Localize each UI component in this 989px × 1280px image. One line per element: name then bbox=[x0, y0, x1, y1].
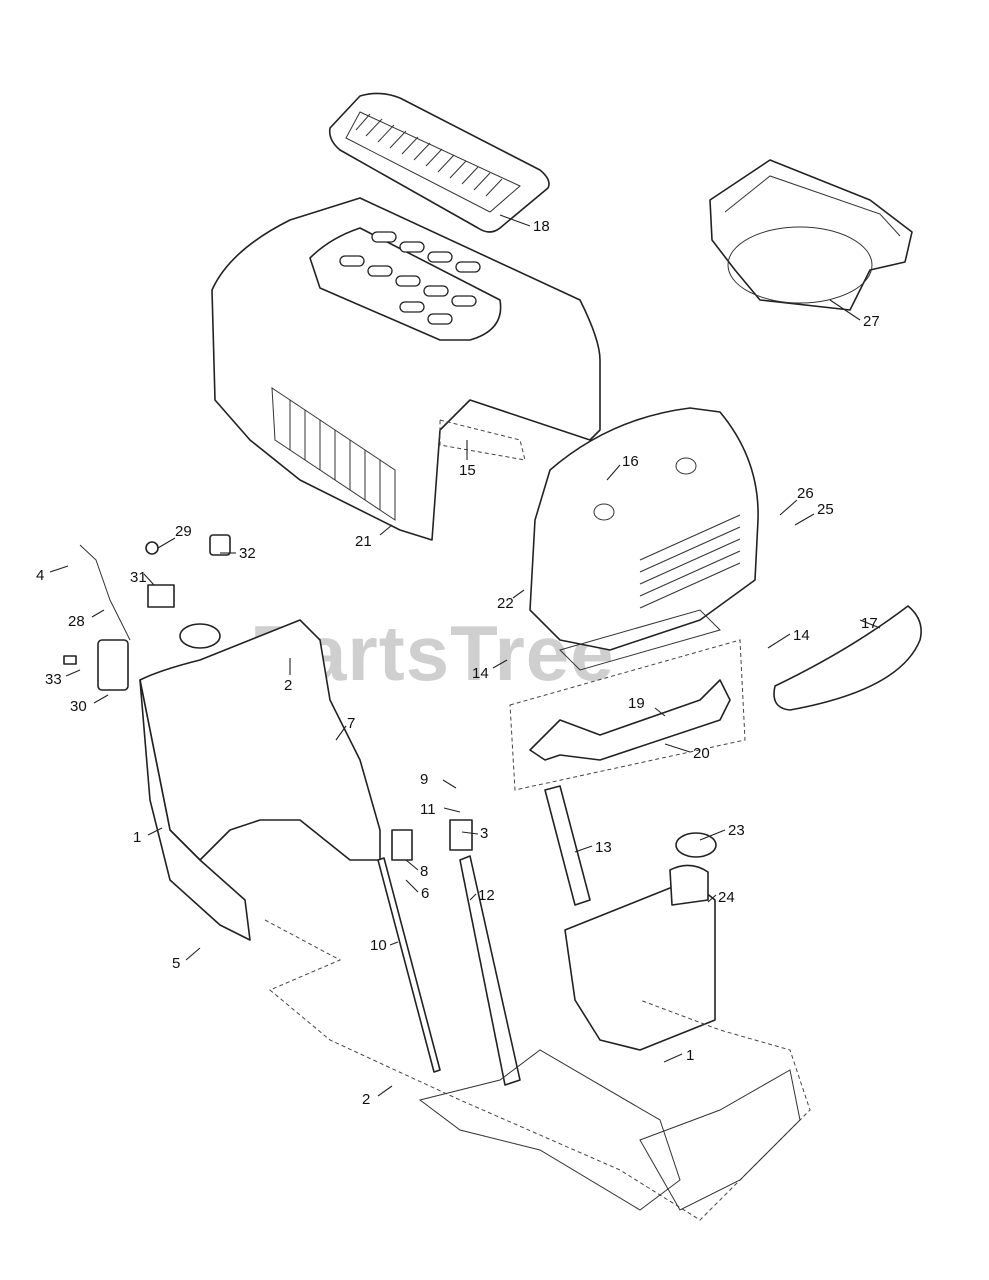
callout-28: 28 bbox=[68, 613, 85, 630]
callout-5: 5 bbox=[172, 955, 180, 972]
callout-27: 27 bbox=[863, 313, 880, 330]
grille-bracket bbox=[509, 639, 746, 791]
callout-20: 20 bbox=[693, 745, 710, 762]
callout-1-left: 1 bbox=[133, 829, 141, 846]
callout-25: 25 bbox=[817, 501, 834, 518]
callout-2-lower: 2 bbox=[362, 1091, 370, 1108]
callout-12: 12 bbox=[478, 887, 495, 904]
callout-4: 4 bbox=[36, 567, 44, 584]
callout-8: 8 bbox=[420, 863, 428, 880]
callout-7: 7 bbox=[347, 715, 355, 732]
fuel-tank bbox=[564, 832, 717, 1051]
callout-26: 26 bbox=[797, 485, 814, 502]
callout-11: 11 bbox=[420, 801, 436, 818]
hood bbox=[211, 197, 601, 541]
support-brackets bbox=[377, 785, 591, 1086]
dash-bezel bbox=[709, 159, 913, 311]
callout-13: 13 bbox=[595, 839, 612, 856]
callout-16: 16 bbox=[622, 453, 639, 470]
ignition-parts bbox=[63, 534, 231, 691]
leader-lines bbox=[49, 214, 881, 1097]
dash-firewall bbox=[139, 619, 381, 941]
callout-18: 18 bbox=[533, 218, 550, 235]
bumper-trim bbox=[773, 605, 922, 711]
callout-21: 21 bbox=[355, 533, 372, 550]
callout-23: 23 bbox=[728, 822, 745, 839]
callout-14-left: 14 bbox=[472, 665, 489, 682]
callout-6: 6 bbox=[421, 885, 429, 902]
callout-32: 32 bbox=[239, 545, 256, 562]
callout-22: 22 bbox=[497, 595, 514, 612]
hood-mount-plate bbox=[439, 419, 526, 461]
callout-14-right: 14 bbox=[793, 627, 810, 644]
callout-19: 19 bbox=[628, 695, 645, 712]
callout-17: 17 bbox=[861, 615, 878, 632]
callout-33: 33 bbox=[45, 671, 62, 688]
callout-31: 31 bbox=[130, 569, 147, 586]
callout-30: 30 bbox=[70, 698, 87, 715]
callout-labels: 18 27 15 16 26 25 21 29 32 4 31 28 22 14… bbox=[36, 218, 880, 1108]
grille bbox=[529, 407, 759, 671]
callout-1-right: 1 bbox=[686, 1047, 694, 1064]
callout-2-upper: 2 bbox=[284, 677, 292, 694]
callout-10: 10 bbox=[370, 937, 387, 954]
hood-vent-cover bbox=[328, 92, 550, 233]
callout-9: 9 bbox=[420, 771, 428, 788]
callout-3: 3 bbox=[480, 825, 488, 842]
tractor-frame bbox=[264, 919, 811, 1221]
callout-29: 29 bbox=[175, 523, 192, 540]
callout-24: 24 bbox=[718, 889, 735, 906]
callout-15: 15 bbox=[459, 462, 476, 479]
